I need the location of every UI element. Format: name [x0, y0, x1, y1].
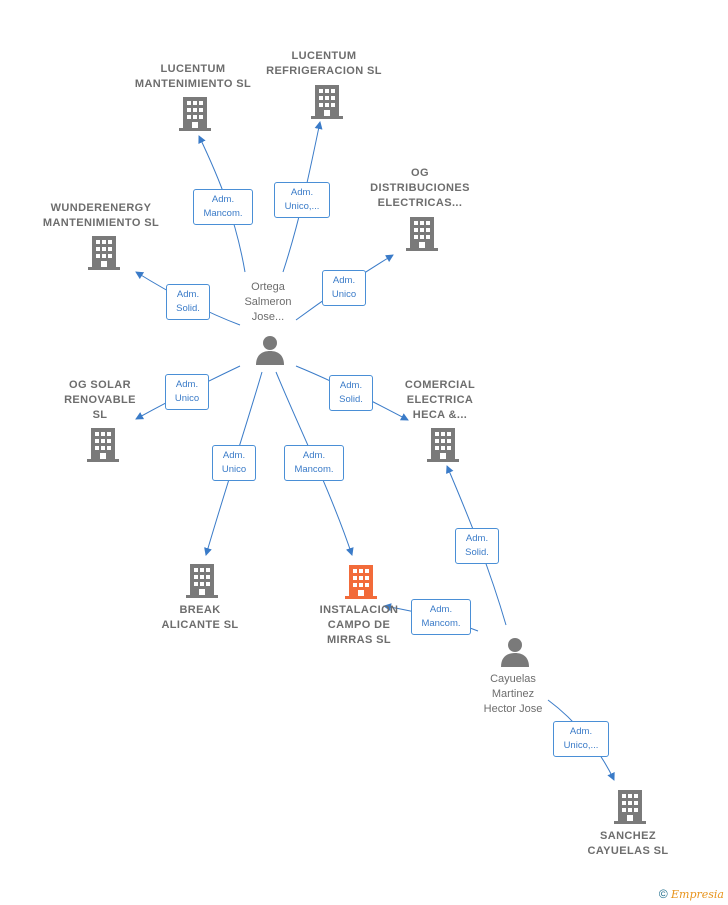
node-label-break-alicante[interactable]: BREAK ALICANTE SL — [161, 604, 239, 631]
role-badge: Adm. Mancom. — [284, 445, 344, 481]
role-badge: Adm. Unico — [322, 270, 366, 306]
role-badge: Adm. Unico,... — [274, 182, 330, 218]
building-icon[interactable] — [311, 85, 343, 119]
person-icon[interactable] — [255, 335, 285, 365]
node-label-instalacion-campo[interactable]: INSTALACION CAMPO DE MIRRAS SL — [319, 604, 399, 646]
node-label-og-solar[interactable]: OG SOLAR RENOVABLE SL — [64, 379, 136, 421]
building-icon[interactable] — [87, 428, 119, 462]
node-label-comercial-electrica[interactable]: COMERCIAL ELECTRICA HECA &... — [404, 379, 476, 421]
node-label-ortega-salmeron[interactable]: Ortega Salmeron Jose... — [244, 281, 292, 323]
node-label-wunderenergy[interactable]: WUNDERENERGY MANTENIMIENTO SL — [42, 202, 160, 229]
role-badge: Adm. Mancom. — [411, 599, 471, 635]
person-icon[interactable] — [500, 637, 530, 667]
building-icon-highlighted[interactable] — [345, 565, 377, 599]
building-icon[interactable] — [88, 236, 120, 270]
role-badge: Adm. Solid. — [455, 528, 499, 564]
building-icon[interactable] — [427, 428, 459, 462]
role-badge: Adm. Mancom. — [193, 189, 253, 225]
building-icon[interactable] — [614, 790, 646, 824]
building-icon[interactable] — [179, 97, 211, 131]
node-label-lucentum-refrigeracion[interactable]: LUCENTUM REFRIGERACION SL — [266, 50, 382, 77]
node-label-cayuelas-martinez[interactable]: Cayuelas Martinez Hector Jose — [483, 673, 543, 715]
role-badge: Adm. Unico — [165, 374, 209, 410]
node-label-lucentum-mantenimiento[interactable]: LUCENTUM MANTENIMIENTO SL — [134, 63, 252, 90]
building-icon[interactable] — [186, 564, 218, 598]
copyright-icon: © — [658, 887, 668, 901]
node-label-og-distribuciones[interactable]: OG DISTRIBUCIONES ELECTRICAS... — [370, 167, 470, 209]
role-badge: Adm. Unico — [212, 445, 256, 481]
role-badge: Adm. Solid. — [166, 284, 210, 320]
brand-name: Empresia — [671, 888, 724, 901]
role-badge: Adm. Solid. — [329, 375, 373, 411]
footer-brand[interactable]: © Empresia — [659, 887, 724, 901]
node-label-sanchez-cayuelas[interactable]: SANCHEZ CAYUELAS SL — [587, 830, 669, 857]
building-icon[interactable] — [406, 217, 438, 251]
role-badge: Adm. Unico,... — [553, 721, 609, 757]
